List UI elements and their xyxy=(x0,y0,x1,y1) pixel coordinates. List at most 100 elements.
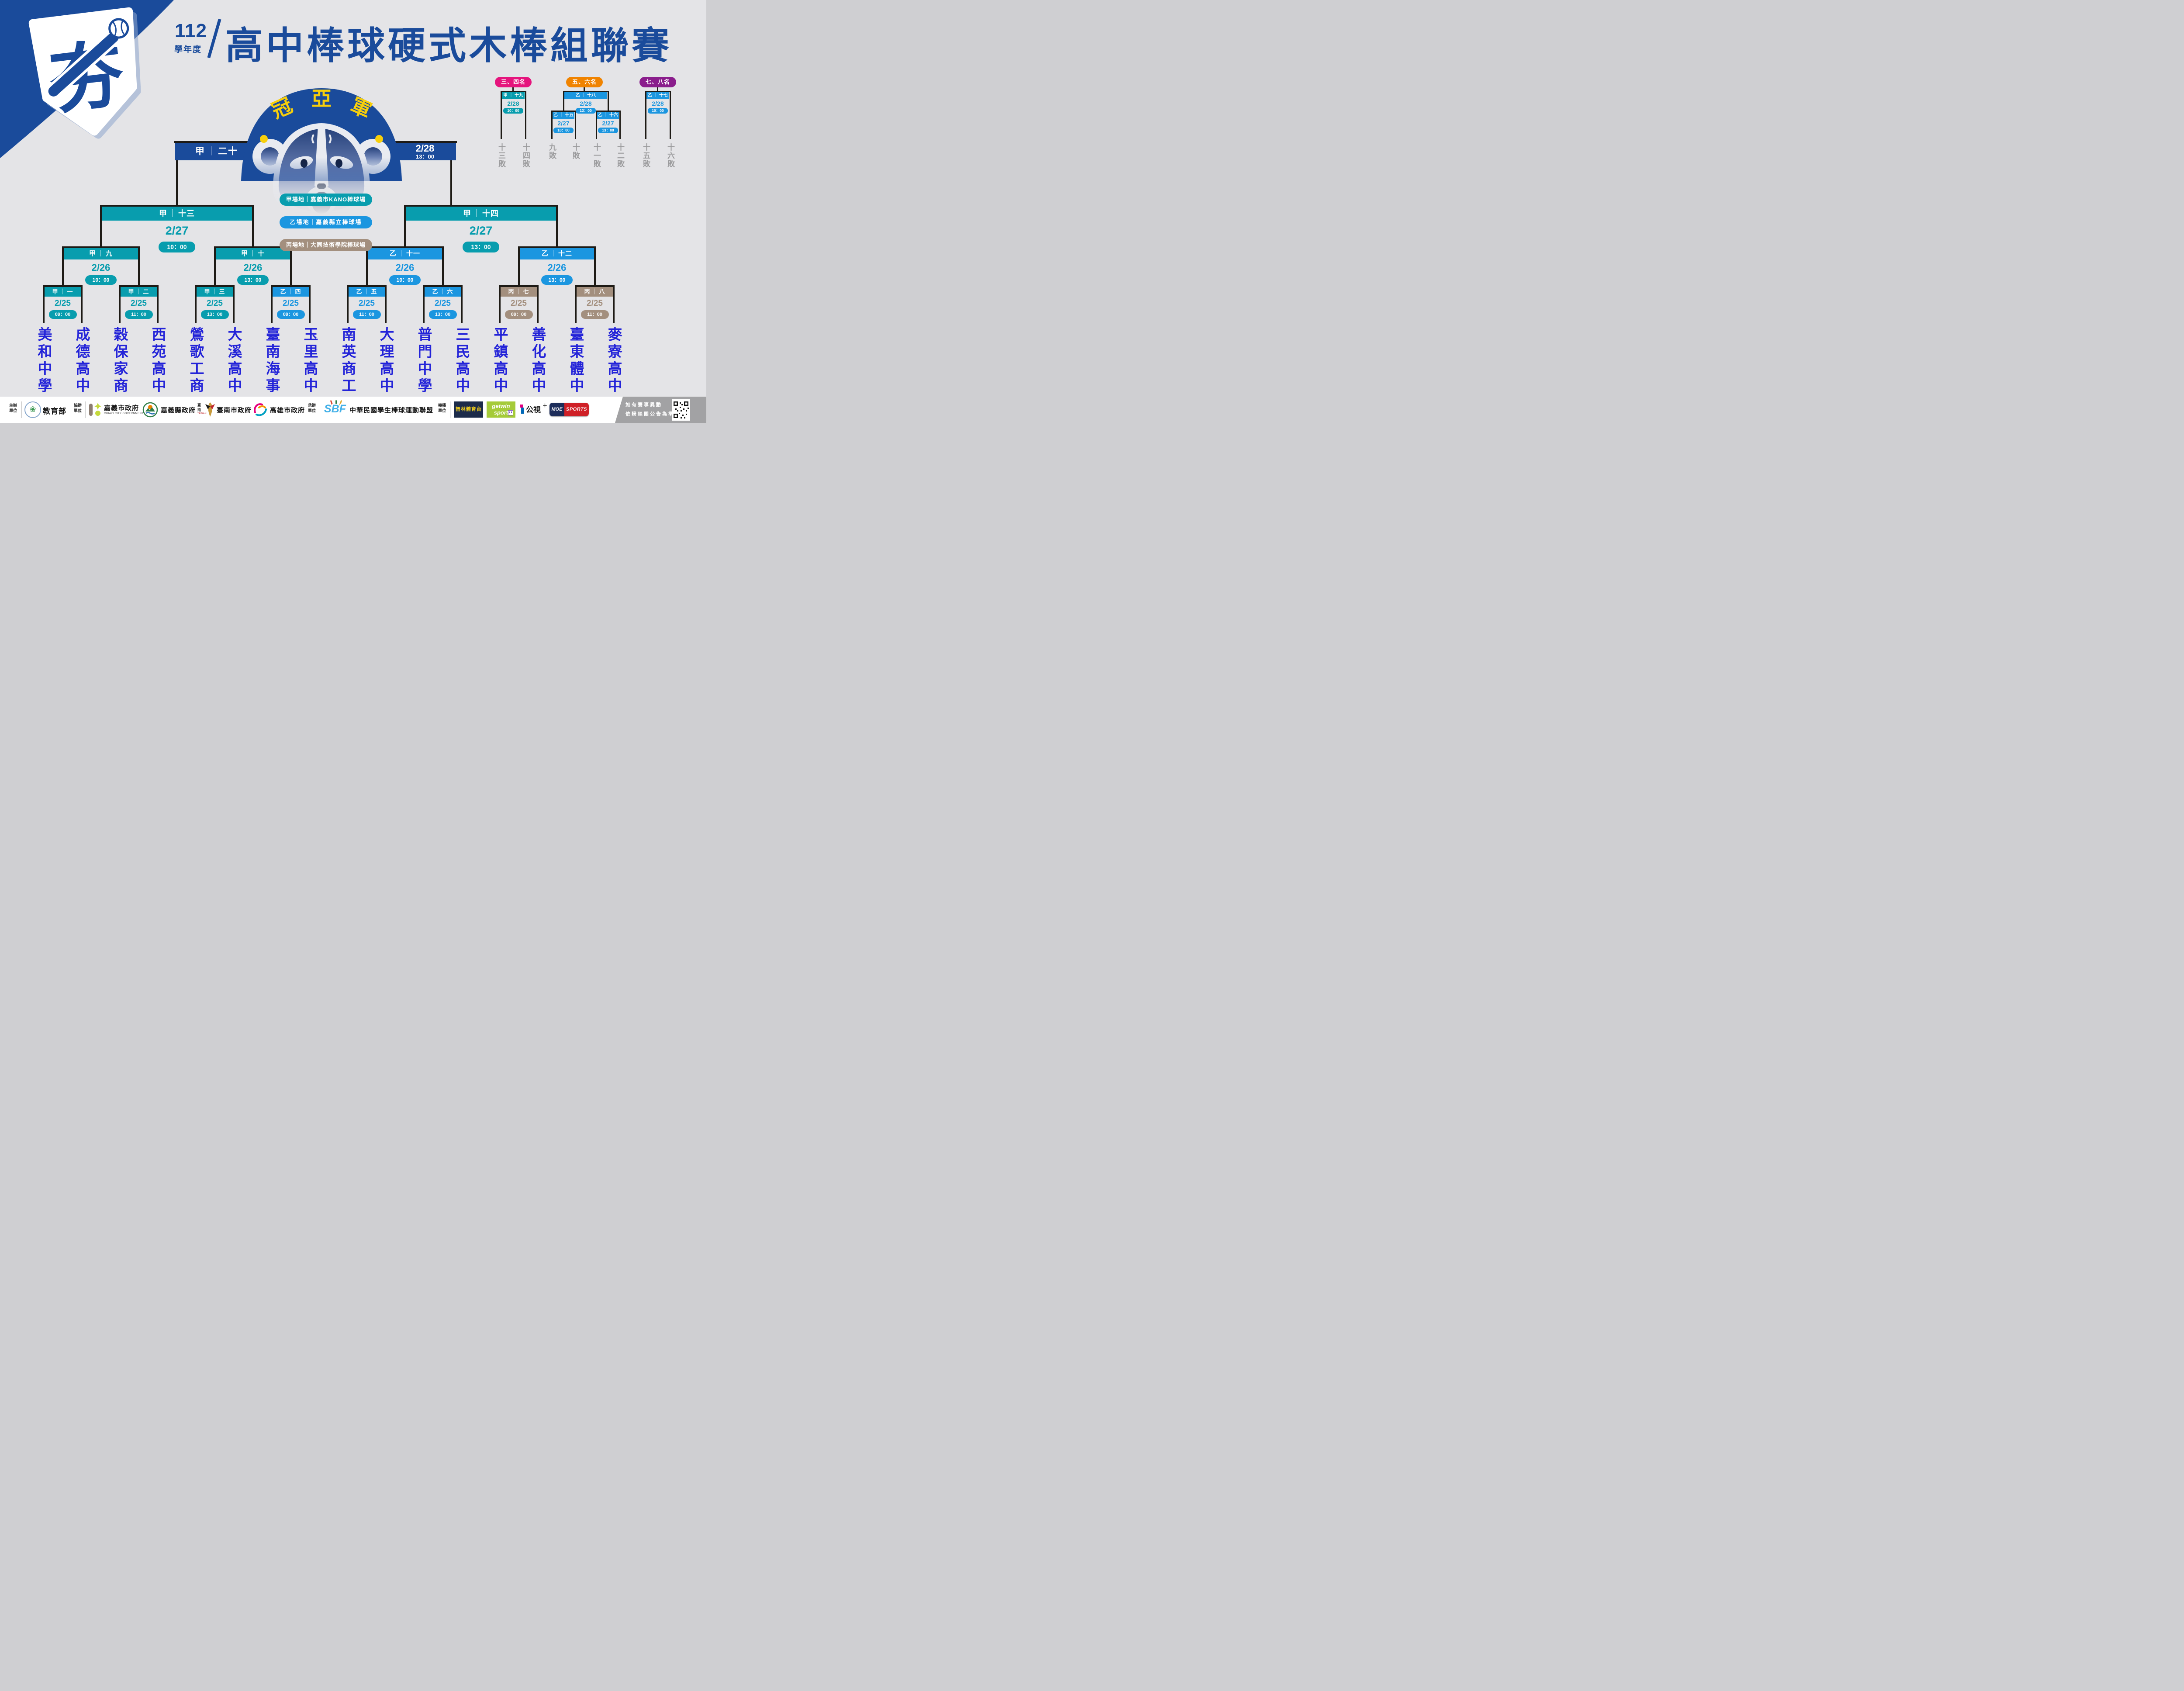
chiayi-city-name: 嘉義市政府 xyxy=(104,405,139,412)
match-time: 09：00 xyxy=(276,310,305,319)
team-name: 穀保家商 xyxy=(111,327,128,395)
loser-label: 十敗 xyxy=(571,143,580,160)
bracket-line xyxy=(138,246,140,285)
bracket-line xyxy=(347,285,349,323)
arch-dot xyxy=(260,135,268,143)
loser-label: 十二敗 xyxy=(616,143,624,168)
match-date: 2/27 xyxy=(557,120,570,127)
match-time: 11：00 xyxy=(352,310,381,319)
match-date: 2/26 xyxy=(395,262,415,273)
bracket-line xyxy=(518,246,520,285)
bracket-line xyxy=(512,86,514,91)
team-name: 美和中學 xyxy=(35,327,52,395)
arch-dot xyxy=(375,135,383,143)
match-label: 乙｜五 xyxy=(349,287,385,297)
bracket-line xyxy=(645,91,646,139)
pts-mark xyxy=(520,405,523,408)
match-label: 乙｜十七 xyxy=(646,92,669,99)
bracket-line xyxy=(252,205,254,246)
qr-code xyxy=(672,399,690,421)
bracket-line xyxy=(499,285,539,287)
match-label: 乙｜十六 xyxy=(597,112,619,119)
match-label: 乙｜十二 xyxy=(520,248,594,259)
pts-mark xyxy=(521,408,524,414)
bracket-line xyxy=(43,285,45,323)
kaohsiung-name: 高雄市政府 xyxy=(270,407,305,414)
loser-label: 十六敗 xyxy=(666,143,674,168)
match-date: 2/26 xyxy=(547,262,567,273)
bracket-line xyxy=(290,246,292,285)
match-time: 10：00 xyxy=(85,275,117,285)
match-label: 甲｜二 xyxy=(121,287,157,297)
tournament-poster: 夯 112 學年度 高中棒球硬式木棒組聯賽 甲｜二十 2/28 13：00 xyxy=(0,0,706,423)
bracket-line xyxy=(574,111,576,139)
match-label: 甲｜十九 xyxy=(502,92,525,99)
footer-sponsor-bar: 主辦單位 ❀ 教育部 協辦單位 嘉義市政府 CHIAYI CITY GOVERN… xyxy=(0,397,706,423)
team-name: 平鎮高中 xyxy=(491,327,508,395)
loser-label: 十一敗 xyxy=(592,143,601,168)
bracket-line xyxy=(607,91,609,111)
match-date: 2/28 xyxy=(415,143,435,154)
match-date: 2/25 xyxy=(511,299,527,308)
bracket-line xyxy=(43,285,83,287)
match-date: 2/28 xyxy=(580,100,592,107)
kaohsiung-logo xyxy=(254,403,267,416)
bracket-line xyxy=(347,285,387,287)
bracket-line xyxy=(613,285,615,323)
venue-c-pill: 丙場地｜大同技術學院棒球場 xyxy=(280,239,372,251)
bracket-line xyxy=(500,91,502,139)
match-time: 13：00 xyxy=(598,128,618,133)
bracket-line xyxy=(563,91,564,111)
match-label: 甲｜九 xyxy=(64,248,138,259)
match-label: 乙｜六 xyxy=(425,287,461,297)
match-time: 10：00 xyxy=(159,242,195,252)
team-name: 三民高中 xyxy=(453,327,470,395)
bracket-line xyxy=(500,91,526,92)
match-label: 乙｜四 xyxy=(273,287,309,297)
match-date: 2/27 xyxy=(602,120,614,127)
bracket-line xyxy=(575,285,577,323)
bracket-line xyxy=(271,285,273,323)
bracket-line xyxy=(669,91,671,139)
bracket-line xyxy=(442,246,444,285)
match-date: 2/25 xyxy=(207,299,223,308)
bracket-line xyxy=(594,246,596,285)
match-label: 甲｜十三 xyxy=(102,207,252,221)
bracket-line xyxy=(100,205,102,246)
chiayi-county-logo xyxy=(142,402,158,418)
match-time: 10：00 xyxy=(389,275,421,285)
match-date: 2/25 xyxy=(55,299,71,308)
bracket-line xyxy=(157,285,159,323)
match-time: 13：00 xyxy=(237,275,269,285)
sbf-name: 中華民國學生棒球運動聯盟 xyxy=(349,407,434,414)
team-name: 臺南海事 xyxy=(263,327,280,395)
bracket-line xyxy=(366,246,368,285)
match-time: 13：00 xyxy=(463,242,499,252)
bracket-line xyxy=(556,205,558,246)
match-time: 13：00 xyxy=(200,310,229,319)
venue-a-pill: 甲場地｜嘉義市KANO棒球場 xyxy=(280,194,372,206)
loser-label: 十四敗 xyxy=(522,143,530,168)
match-date: 2/27 xyxy=(469,224,493,237)
twitch-icon xyxy=(508,410,513,415)
moe-sports-logo: MOE SPORTS xyxy=(549,403,589,416)
bracket-line xyxy=(595,111,621,112)
match-time: 13：00 xyxy=(541,275,573,285)
match-label: 乙｜十一 xyxy=(368,248,442,259)
baseball-icon xyxy=(108,18,129,39)
match-label: 甲｜十四 xyxy=(406,207,556,221)
bracket-line xyxy=(423,285,463,287)
bracket-line xyxy=(271,285,311,287)
bracket-line xyxy=(214,246,292,248)
bracket-line xyxy=(563,91,609,92)
bracket-line xyxy=(537,285,539,323)
bracket-line xyxy=(551,111,553,139)
bracket-line xyxy=(551,111,576,112)
badge-7th-8th: 七、八名 xyxy=(639,77,676,87)
team-name: 鶯歌工商 xyxy=(187,327,204,395)
match-time: 13：00 xyxy=(416,153,434,160)
league-emblem-logo: 夯 xyxy=(28,7,141,139)
match-label: 乙｜十五 xyxy=(553,112,574,119)
badge-5th-6th: 五、六名 xyxy=(566,77,603,87)
moe-seal-logo: ❀ xyxy=(24,401,41,418)
